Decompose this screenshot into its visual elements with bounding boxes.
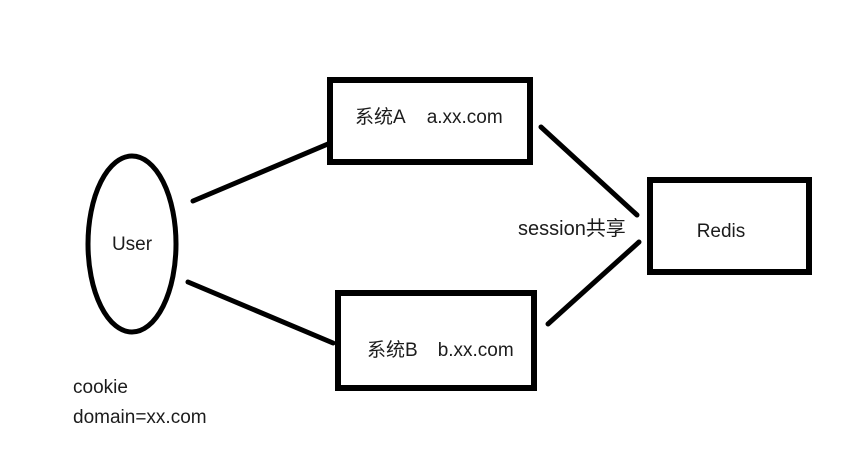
cookie-domain-annotation: domain=xx.com [73,407,207,428]
edge-system-a-to-redis [538,124,640,218]
session-share-annotation: session共享 [518,218,626,240]
system-a-name-label: 系统A [355,107,406,128]
system-b-node-labels: 系统B b.xx.com [367,340,514,362]
edge-user-to-system-a [190,138,338,204]
system-b-name-label: 系统B [367,340,418,361]
edge-user-to-system-b [185,279,336,346]
system-b-node-shape [335,290,537,391]
system-a-node-shape [327,77,533,165]
cookie-annotation: cookie [73,377,128,398]
system-b-host-label: b.xx.com [437,340,514,361]
redis-node-shape [647,177,812,275]
system-a-host-label: a.xx.com [426,107,503,128]
edge-system-b-to-redis [545,239,642,327]
user-node-label: User [111,234,153,255]
user-node-shape [85,153,179,335]
system-a-node-labels: 系统A a.xx.com [355,107,503,129]
redis-node-label: Redis [696,221,746,242]
